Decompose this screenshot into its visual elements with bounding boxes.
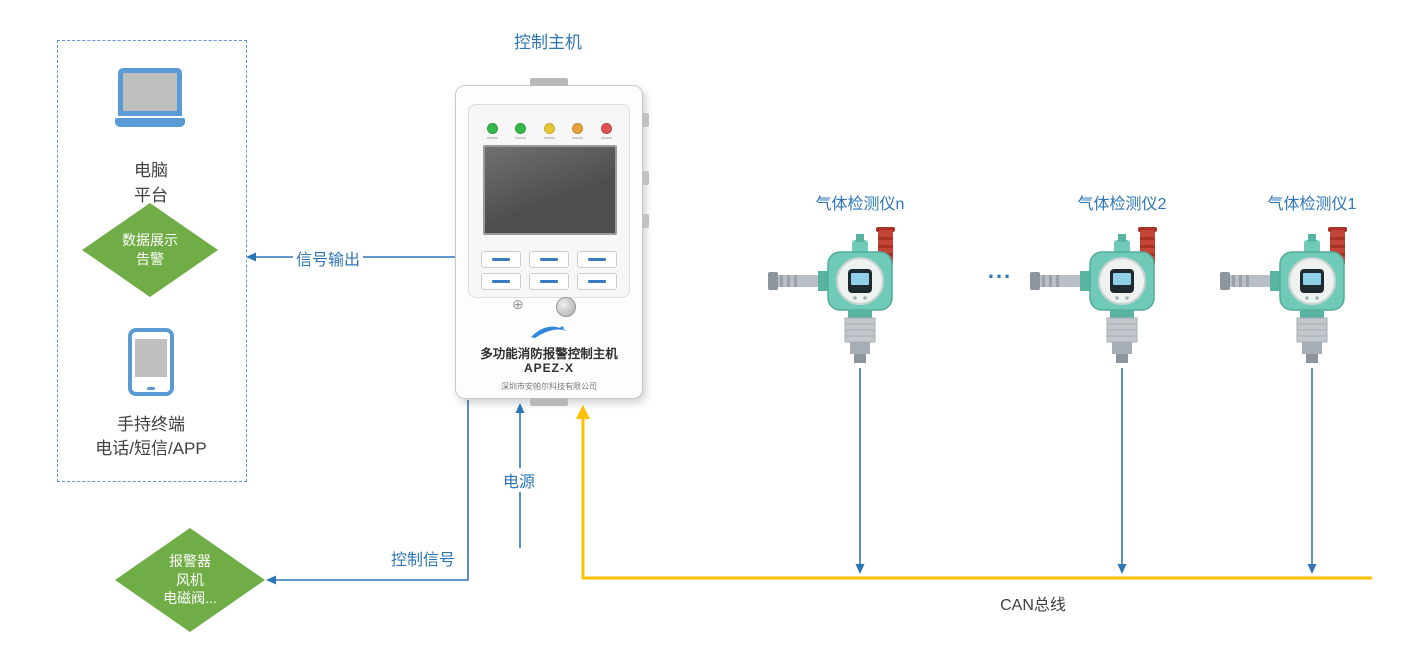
detector-2-arrow — [1117, 368, 1127, 574]
phone-screen — [135, 339, 167, 377]
computer-label: 电脑 — [134, 161, 168, 180]
gas-detector-icon — [1030, 227, 1157, 363]
device-button-row — [469, 251, 629, 268]
device-button — [577, 273, 617, 290]
mount-bracket-top — [530, 78, 568, 86]
control-signal-arrow — [266, 400, 469, 585]
gas-detector-2-label: 气体检测仪2 — [1077, 196, 1167, 213]
phone-home-button — [147, 387, 155, 390]
gas-detector-icon — [1220, 227, 1347, 363]
led-fault — [572, 123, 583, 139]
hinge-tab — [642, 113, 649, 127]
phone-icon — [128, 328, 174, 396]
laptop-screen — [118, 68, 182, 116]
device-button — [481, 251, 521, 268]
control-signal-label: 控制信号 — [388, 546, 459, 570]
device-company: 深圳市安帕尔科技有限公司 — [501, 382, 597, 391]
can-bus-label: CAN总线 — [1000, 597, 1066, 614]
device-button — [481, 273, 521, 290]
mount-bracket-bottom — [530, 398, 568, 406]
detector-1-arrow — [1307, 368, 1317, 574]
device-screen — [483, 145, 617, 235]
diamond-line: 电磁阀... — [163, 590, 217, 607]
led-backup — [515, 123, 526, 139]
diamond-line: 风机 — [176, 571, 204, 588]
control-host-label: 控制主机 — [514, 33, 582, 52]
platform-label: 平台 — [134, 186, 168, 205]
led-alarm — [600, 123, 612, 139]
speaker-grille-icon: ⊕ — [512, 296, 524, 312]
indicator-lights — [469, 123, 629, 139]
device-button — [529, 273, 569, 290]
power-label: 电源 — [500, 468, 539, 492]
terminal-group-box — [57, 40, 247, 482]
device-button — [577, 251, 617, 268]
device-button — [529, 251, 569, 268]
diamond-line: 数据展示 — [122, 232, 178, 249]
laptop-icon — [115, 68, 185, 127]
gas-detector-icon — [768, 227, 895, 363]
brand-logo-icon — [531, 326, 567, 338]
control-host-device: ⊕ 多功能消防报警控制主机 APEZ-X 深圳市安帕尔科技有限公司 — [455, 78, 649, 406]
gas-detector-n-label: 气体检测仪n — [815, 196, 905, 213]
signal-output-label: 信号输出 — [293, 246, 364, 270]
led-power — [486, 123, 498, 139]
device-front-panel — [468, 104, 630, 298]
handheld-channels-label: 电话/短信/APP — [95, 439, 207, 458]
key-lock-knob — [556, 297, 576, 317]
hinge-tab — [642, 214, 649, 228]
diamond-line: 告警 — [136, 251, 164, 267]
laptop-base — [115, 118, 185, 127]
led-shield — [543, 123, 555, 139]
handheld-terminal-label: 手持终端 — [117, 415, 185, 434]
device-model: APEZ-X — [523, 361, 574, 375]
hinge-tab — [642, 171, 649, 185]
detectors-ellipsis: ... — [987, 258, 1013, 283]
can-bus-line — [576, 405, 1372, 580]
detector-n-arrow — [855, 368, 865, 574]
device-product-name: 多功能消防报警控制主机 — [480, 347, 618, 361]
gas-detector-1-label: 气体检测仪1 — [1267, 196, 1357, 213]
device-button-row — [469, 273, 629, 290]
diamond-line: 报警器 — [169, 552, 211, 569]
